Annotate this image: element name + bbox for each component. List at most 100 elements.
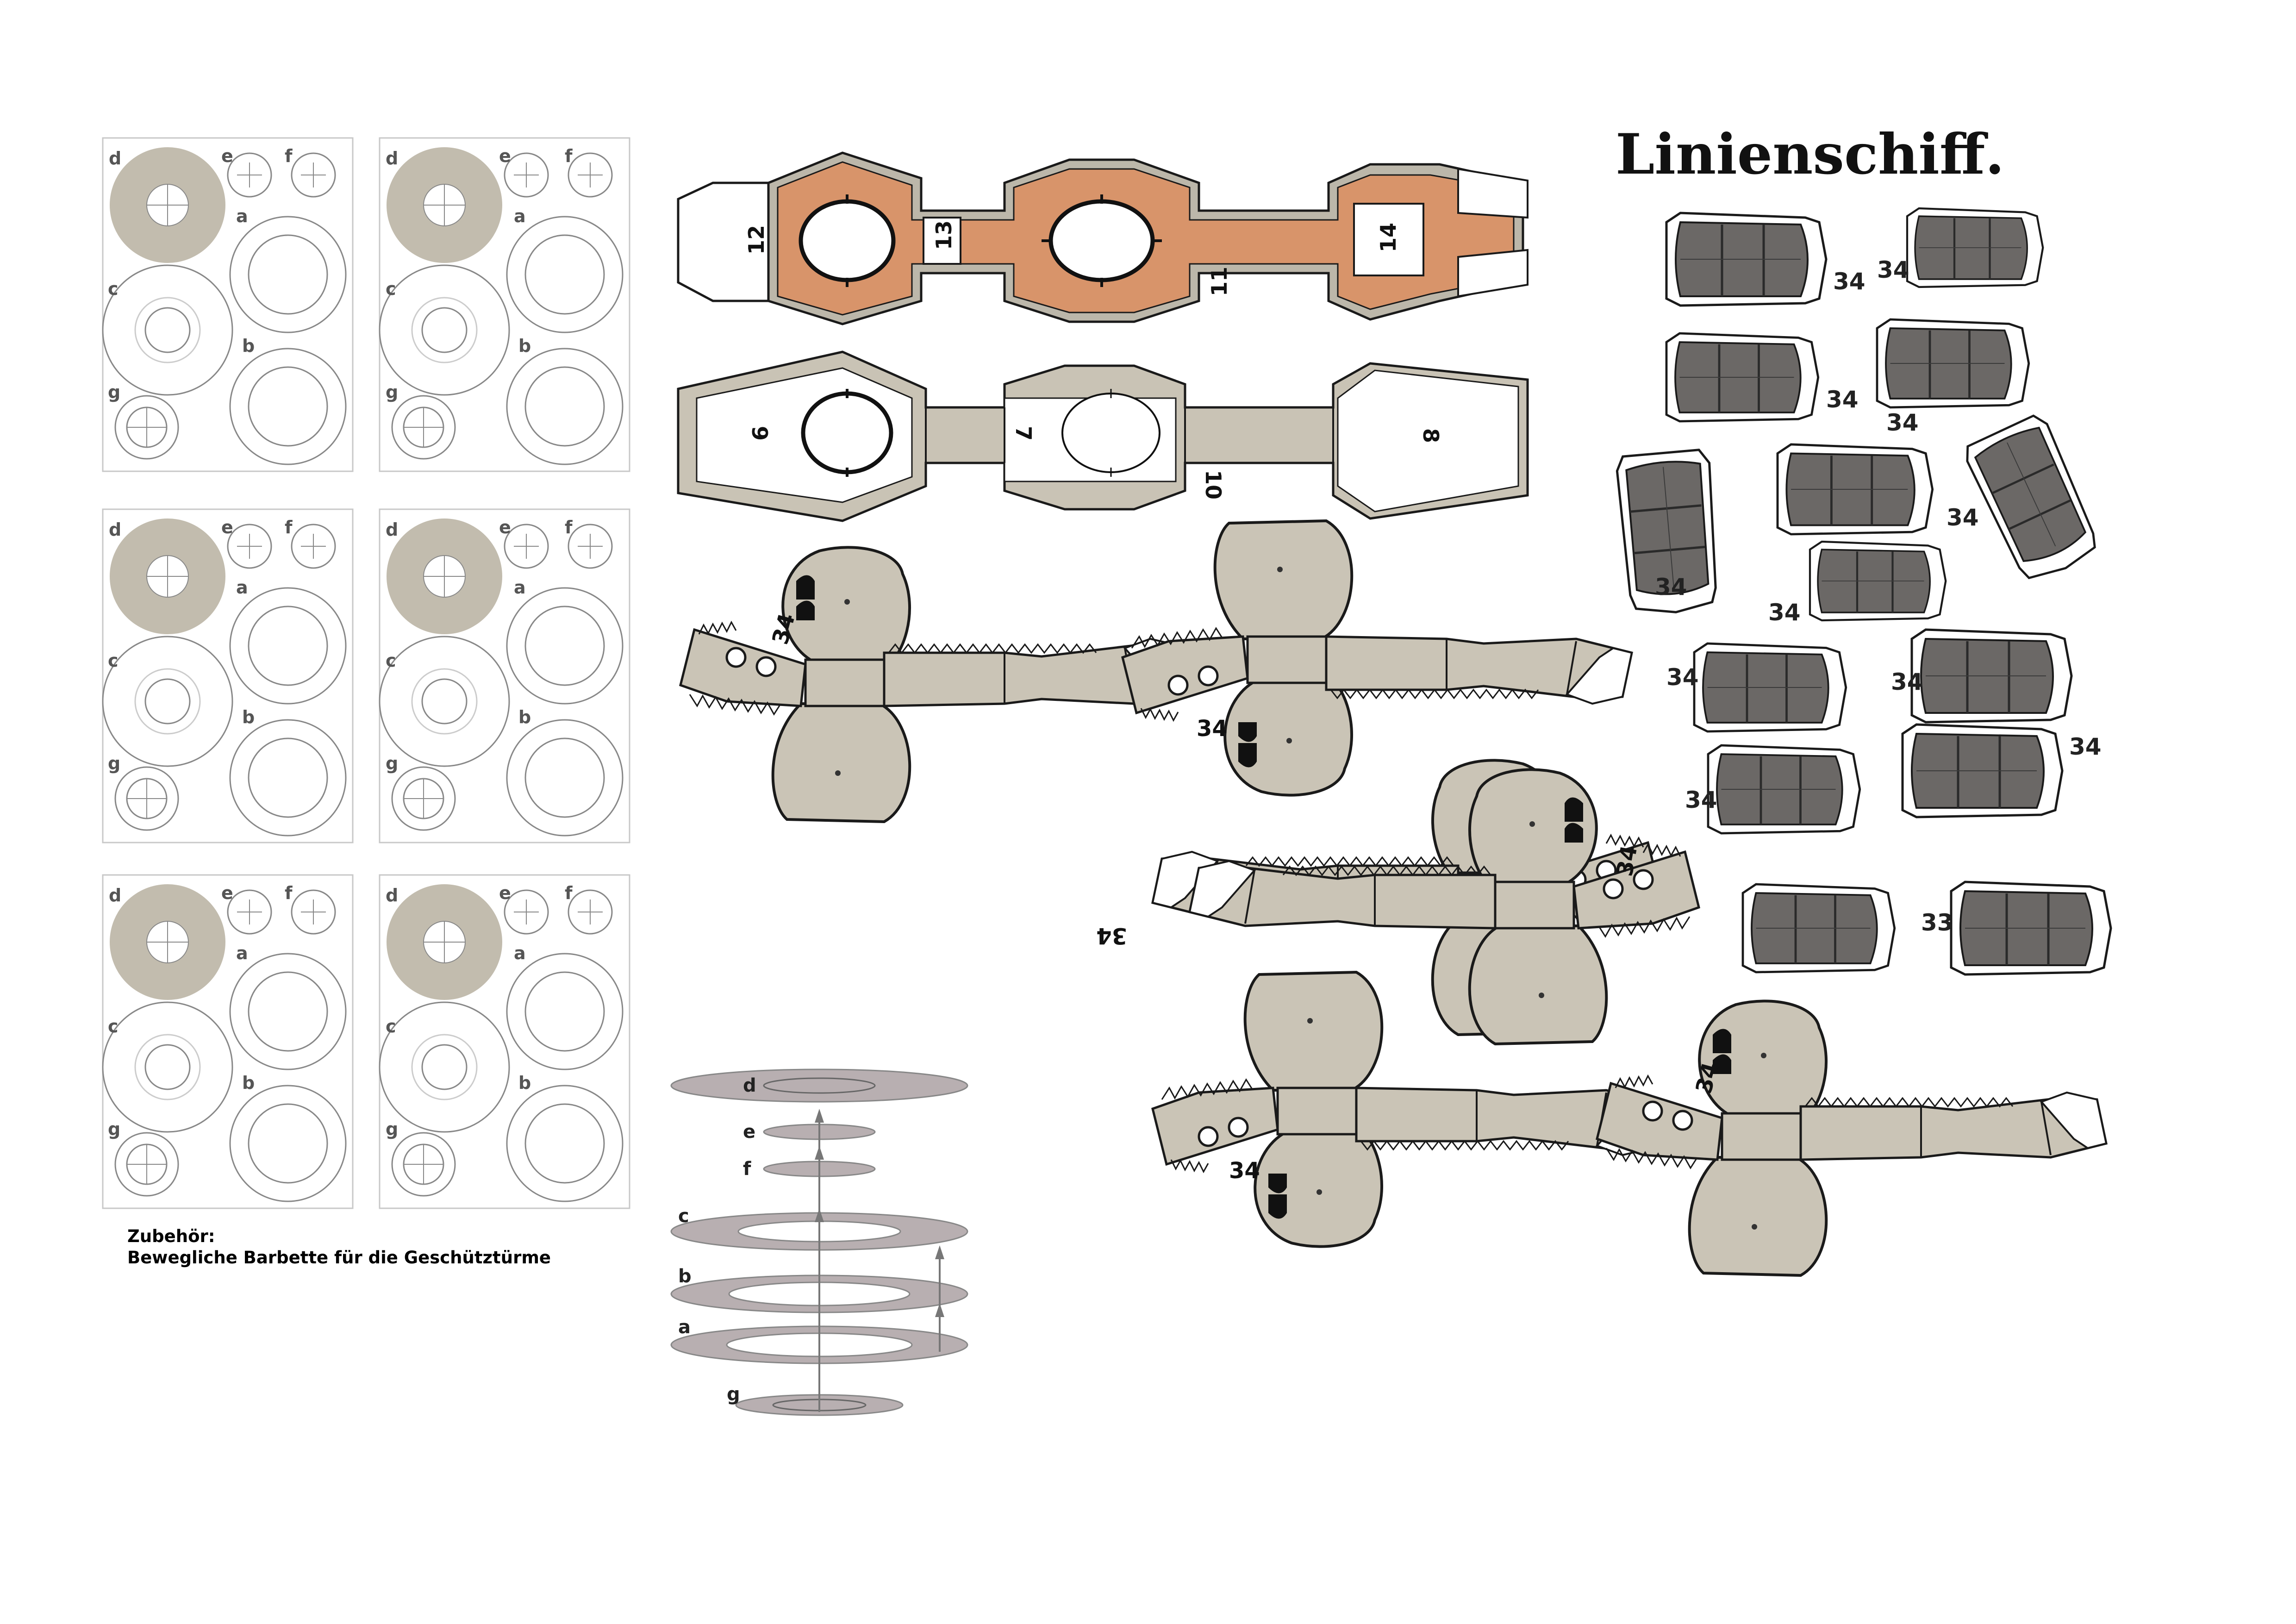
deck-part-number: 7 [1011, 426, 1036, 441]
barbette-letter: d [386, 885, 398, 906]
panel-part-number: 34 [2069, 733, 2102, 760]
page-title: Linienschiff. [1616, 122, 2004, 187]
barbette-letter: d [386, 148, 398, 169]
barbette-letter: b [242, 707, 255, 727]
armour-panel [1666, 213, 1826, 306]
barbette-letter: c [108, 1016, 119, 1037]
barbette-letter: e [499, 517, 511, 537]
accessory-caption: Zubehör: Bewegliche Barbette für die Ges… [127, 1226, 551, 1268]
barbette-letter: e [499, 146, 511, 166]
armour-panel [1666, 333, 1818, 421]
barbette-letter: a [514, 943, 526, 963]
panel-part-number: 34 [1685, 787, 1717, 813]
assembly-label: b [678, 1266, 692, 1287]
barbette-letter: d [109, 148, 121, 169]
deck-part-number: 12 [744, 225, 769, 255]
assembly-label: f [743, 1158, 751, 1180]
assembly-label: e [743, 1121, 755, 1143]
turret-part-number: 34 [1096, 923, 1127, 949]
barbette-letter: b [518, 707, 531, 727]
armour-panel [1907, 208, 2043, 287]
assembly-label: a [678, 1317, 691, 1338]
panel-part-number: 34 [1833, 268, 1866, 295]
barbette-letter: g [386, 753, 398, 774]
barbette-letter: b [518, 336, 531, 356]
barbette-card [102, 874, 354, 1209]
armour-panel [1708, 745, 1860, 833]
deck-part-number: 8 [1418, 428, 1443, 443]
barbette-letter: f [285, 517, 293, 537]
panel-part-number: 34 [1947, 504, 1979, 531]
barbette-card [102, 137, 354, 472]
panel-part-number: 33 [1921, 909, 1953, 936]
barbette-letter: a [514, 577, 526, 598]
panel-part-number: 34 [1826, 386, 1859, 413]
barbette-letter: g [386, 382, 398, 402]
barbette-letter: a [236, 577, 248, 598]
barbette-letter: d [109, 519, 121, 540]
barbette-letter: a [514, 206, 526, 226]
barbette-letter: e [221, 883, 233, 903]
barbette-letter: c [386, 1016, 396, 1037]
armour-panel [1951, 882, 2111, 974]
assembly-diagram [670, 1068, 968, 1416]
barbette-letter: d [109, 885, 121, 906]
deck-part-number: 11 [1207, 267, 1232, 296]
armour-panel [1962, 412, 2106, 587]
deck-part-number: 9 [747, 426, 772, 441]
barbette-letter: g [108, 1119, 120, 1139]
barbette-card [379, 508, 630, 843]
deck-part-number: 14 [1376, 223, 1401, 252]
panel-part-number: 34 [1655, 574, 1687, 600]
barbette-letter: c [386, 279, 396, 299]
turret-net [1123, 521, 1632, 795]
lower-deck-part [677, 350, 1529, 522]
barbette-letter: c [386, 650, 396, 671]
barbette-letter: g [108, 753, 120, 774]
deck-part-number: 13 [931, 220, 956, 250]
barbette-card [379, 137, 630, 472]
upper-deck-part [677, 151, 1529, 325]
panel-part-number: 34 [1877, 256, 1909, 283]
barbette-letter: a [236, 943, 248, 963]
turret-part-number: 34 [1197, 716, 1228, 742]
barbette-letter: f [565, 146, 573, 166]
armour-panel [1877, 319, 2029, 407]
barbette-parts-sheet [102, 137, 630, 1209]
barbette-card [379, 874, 630, 1209]
turret-net [1597, 1001, 2106, 1275]
barbette-letter: b [242, 336, 255, 356]
barbette-letter: g [386, 1119, 398, 1139]
barbette-letter: d [386, 519, 398, 540]
barbette-letter: f [565, 517, 573, 537]
barbette-letter: a [236, 206, 248, 226]
assembly-label: c [678, 1206, 689, 1227]
barbette-letter: f [565, 883, 573, 903]
barbette-letter: b [518, 1073, 531, 1093]
armour-panel [1810, 542, 1946, 620]
barbette-letter: e [221, 146, 233, 166]
panel-part-number: 34 [1886, 409, 1919, 436]
armour-panel [1743, 884, 1895, 972]
armour-panel [1912, 630, 2071, 722]
barbette-letter: f [285, 146, 293, 166]
barbette-letter: b [242, 1073, 255, 1093]
panel-part-number: 34 [1891, 668, 1923, 695]
armour-panels [1616, 208, 2111, 974]
barbette-letter: g [108, 382, 120, 402]
barbette-letter: e [221, 517, 233, 537]
turret-part-number: 34 [1229, 1158, 1260, 1184]
panel-part-number: 34 [1666, 664, 1699, 691]
turret-part-number: 34 [1612, 843, 1643, 879]
caption-line: Bewegliche Barbette für die Geschütztürm… [127, 1248, 551, 1268]
caption-line: Zubehör: [127, 1226, 215, 1246]
armour-panel [1778, 444, 1933, 534]
barbette-letter: c [108, 650, 119, 671]
assembly-label: g [727, 1384, 740, 1405]
turret-net [680, 547, 1190, 822]
barbette-letter: f [285, 883, 293, 903]
deck-part-number: 10 [1201, 470, 1226, 500]
armour-panel [1903, 725, 2062, 817]
panel-part-number: 34 [1768, 599, 1801, 626]
